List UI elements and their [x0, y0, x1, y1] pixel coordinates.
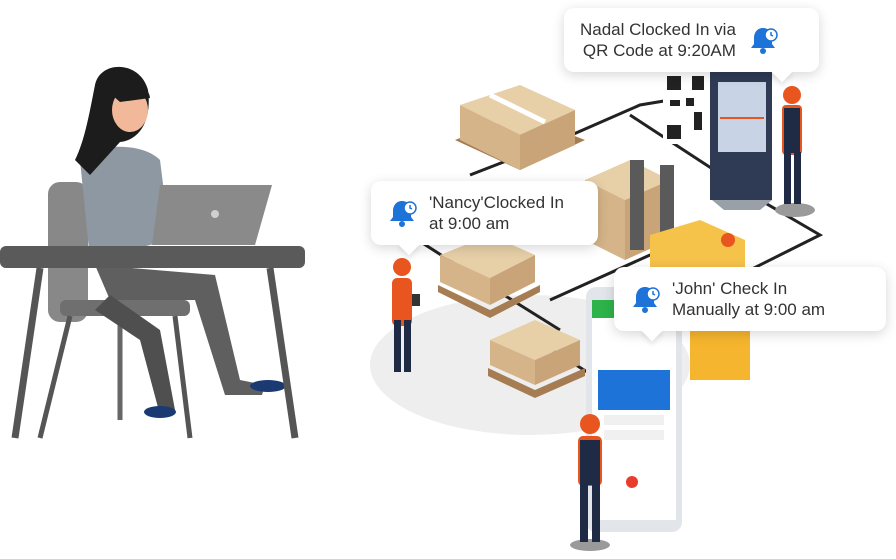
- woman-at-laptop: [0, 66, 305, 439]
- bell-clock-icon: [750, 28, 778, 54]
- worker-qr: [775, 86, 815, 217]
- box-pallet-3: [488, 320, 585, 398]
- notification-john: 'John' Check In Manually at 9:00 am: [614, 267, 886, 342]
- box-pallet-1: [455, 85, 585, 170]
- notification-nadal: Nadal Clocked In via QR Code at 9:20AM: [564, 8, 819, 83]
- worker-john: [570, 414, 610, 551]
- bell-clock-icon: [633, 287, 660, 313]
- notification-text-line1: 'Nancy'Clocked In: [429, 193, 564, 212]
- worker-nancy: [392, 258, 420, 372]
- notification-text-line2: QR Code at 9:20AM: [582, 41, 736, 60]
- notification-nancy: 'Nancy'Clocked In at 9:00 am: [371, 181, 598, 256]
- notification-text-line2: Manually at 9:00 am: [672, 300, 826, 319]
- notification-text-line2: at 9:00 am: [429, 214, 510, 233]
- notification-text-line1: 'John' Check In: [672, 279, 788, 298]
- qr-kiosk: [663, 70, 772, 210]
- box-pallet-2: [438, 235, 540, 318]
- bell-clock-icon: [390, 201, 417, 227]
- notification-text-line1: Nadal Clocked In via: [580, 20, 736, 39]
